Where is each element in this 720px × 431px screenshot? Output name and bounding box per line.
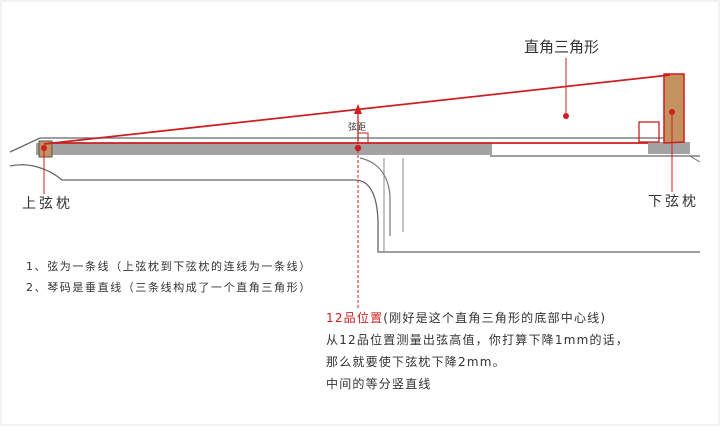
neck-bottom-outline [9,164,700,253]
twelfth-fret-dot [354,144,362,152]
right-angle-marker [638,121,660,143]
lower-nut-saddle [663,73,685,144]
annotation-line-3: 那么就要使下弦枕下降2mm。 [326,354,506,369]
triangle-label: 直角三角形 [524,38,599,56]
note-1: 1、弦为一条线（上弦枕到下弦枕的连线为一条线） [26,259,312,273]
note-2: 2、琴码是垂直线（三条线构成了一个直角三角形） [26,280,312,294]
upper-nut-dot [41,145,47,151]
string-height-label: 弦距 [348,121,366,133]
bridge-plate [648,142,690,154]
upper-nut-label: 上弦枕 [22,196,73,212]
fretboard [36,143,492,155]
annotation-line-1-rest: (刚好是这个直角三角形的底部中心线) [383,310,606,325]
annotation-line-1: 12品位置(刚好是这个直角三角形的底部中心线) [326,310,606,325]
lower-nut-label: 下弦枕 [648,194,699,210]
string-height-right-angle [357,132,369,144]
body-edge [689,155,701,163]
lower-nut-dot [669,109,675,115]
neck-top-outline [9,137,665,153]
annotation-line-4: 中间的等分竖直线 [326,376,432,391]
heel-curve [359,157,391,236]
annotation-line-2: 从12品位置测量出弦高值，你打算下降1mm的话， [326,332,629,347]
twelfth-fret-highlight: 12品位置 [326,310,383,325]
arrow-head [354,104,362,114]
